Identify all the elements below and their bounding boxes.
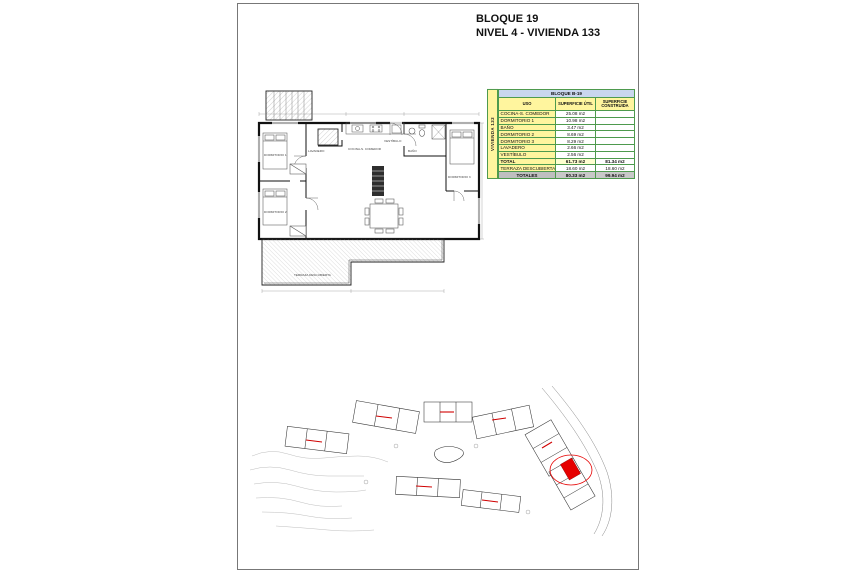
- label-vestibulo: VESTÍBULO: [384, 139, 402, 143]
- uso-cell: DORMITORIO 3: [499, 138, 556, 145]
- uso-cell: COCINA-S. COMEDOR: [499, 111, 556, 118]
- trees: [363, 443, 531, 515]
- construida-cell: [596, 124, 635, 132]
- util-cell: 2.66 m2: [556, 144, 596, 152]
- uso-cell: VESTÍBULO: [499, 151, 556, 159]
- uso-cell: DORMITORIO 2: [499, 131, 556, 139]
- label-terraza: TERRAZA DESCUBIERTA: [294, 273, 332, 277]
- table-row: COCINA-S. COMEDOR 25.08 m2: [499, 111, 635, 118]
- util-cell: 25.08 m2: [556, 111, 596, 118]
- duct-shaft: [372, 166, 384, 196]
- buildings: [284, 400, 596, 513]
- util-cell: 3.47 m2: [556, 124, 596, 132]
- util-cell: 8.69 m2: [556, 131, 596, 139]
- site-plan: [249, 386, 613, 536]
- col-construida: SUPERFICIE CONSTRUIDA: [596, 98, 635, 111]
- totales-label: TOTALES: [499, 172, 556, 179]
- table-row: LAVADERO 2.66 m2: [499, 144, 635, 152]
- road: [541, 386, 613, 536]
- util-cell: 10.98 m2: [556, 117, 596, 125]
- uso-cell: BAÑO: [499, 124, 556, 132]
- util-cell: 8.29 m2: [556, 138, 596, 145]
- totales-construida: 99.94 m2: [596, 172, 635, 179]
- terrace: [261, 238, 445, 286]
- table-terraza-row: TERRAZA DESCUBIERTA 18.60 m2 18.60 m2: [499, 165, 635, 173]
- table-row: BAÑO 3.47 m2: [499, 124, 635, 132]
- table-row: DORMITORIO 1 10.98 m2: [499, 117, 635, 125]
- contour-lines: [249, 451, 389, 532]
- col-uso: USO: [499, 98, 556, 111]
- table-total-row: TOTAL 61.73 m2 81.34 m2: [499, 158, 635, 166]
- dimension-lines: [258, 112, 484, 293]
- construida-cell: [596, 131, 635, 139]
- total-util: 61.73 m2: [556, 158, 596, 166]
- table-vertical-label: VIVIENDA 133: [487, 89, 498, 179]
- patio-shaft: [317, 128, 339, 146]
- building-block: [284, 425, 350, 455]
- floor-plan: DORMITORIO 1 DORMITORIO 2 DORMITORIO 3 B…: [257, 90, 484, 293]
- label-cocina: COCINA-S. COMEDOR: [348, 147, 382, 151]
- construida-cell: [596, 138, 635, 145]
- table-row: DORMITORIO 3 8.29 m2: [499, 138, 635, 145]
- furniture: [262, 124, 475, 237]
- interior-walls: [259, 123, 479, 239]
- title-line-1: BLOQUE 19: [476, 13, 539, 25]
- room-labels: DORMITORIO 1 DORMITORIO 2 DORMITORIO 3 B…: [264, 139, 471, 277]
- construida-cell: [596, 144, 635, 152]
- total-construida: 81.34 m2: [596, 158, 635, 166]
- label-dormitorio-3: DORMITORIO 3: [448, 175, 471, 179]
- table-totales-row: TOTALES 80.33 m2 99.94 m2: [499, 172, 635, 179]
- terraza-label: TERRAZA DESCUBIERTA: [499, 165, 556, 173]
- highlighted-unit: [549, 454, 593, 486]
- table-header-row: USO SUPERFICIE ÚTIL SUPERFICIE CONSTRUID…: [499, 98, 635, 111]
- label-dormitorio-1: DORMITORIO 1: [264, 153, 287, 157]
- terraza-util: 18.60 m2: [556, 165, 596, 173]
- uso-cell: LAVADERO: [499, 144, 556, 152]
- stairwell: [265, 90, 313, 121]
- title-block: BLOQUE 19 NIVEL 4 - VIVIENDA 133: [476, 12, 600, 41]
- block-labels-red: [305, 411, 553, 503]
- construida-cell: [596, 111, 635, 118]
- table-block-header: BLOQUE B-19: [499, 90, 635, 98]
- label-lavadero: LAVADERO: [308, 149, 325, 153]
- col-util: SUPERFICIE ÚTIL: [556, 98, 596, 111]
- construida-cell: [596, 151, 635, 159]
- total-label: TOTAL: [499, 158, 556, 166]
- construida-cell: [596, 117, 635, 125]
- terraza-construida: 18.60 m2: [596, 165, 635, 173]
- util-cell: 2.56 m2: [556, 151, 596, 159]
- drawing-sheet: BLOQUE 19 NIVEL 4 - VIVIENDA 133: [237, 3, 639, 570]
- label-banio: BAÑO: [408, 148, 417, 153]
- kitchen-counter: [345, 122, 405, 135]
- totales-util: 80.33 m2: [556, 172, 596, 179]
- uso-cell: DORMITORIO 1: [499, 117, 556, 125]
- highlight-circle: [549, 454, 593, 486]
- label-dormitorio-2: DORMITORIO 2: [264, 210, 287, 214]
- building-block: [472, 404, 534, 440]
- areas-table: VIVIENDA 133 BLOQUE B-19 USO SUPERFICIE …: [487, 89, 635, 179]
- pool: [434, 446, 464, 463]
- table-row: DORMITORIO 2 8.69 m2: [499, 131, 635, 139]
- title-line-2: NIVEL 4 - VIVIENDA 133: [476, 27, 601, 40]
- table-row: VESTÍBULO 2.56 m2: [499, 151, 635, 159]
